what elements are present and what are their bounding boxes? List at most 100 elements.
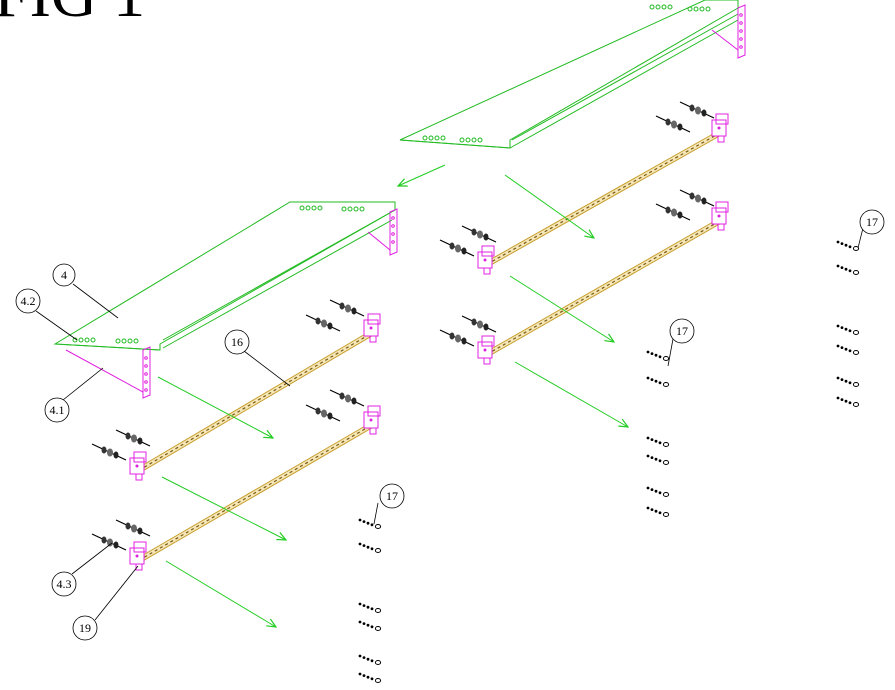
screw-dot — [654, 509, 658, 513]
bolt-set-3 — [305, 314, 341, 332]
nut — [321, 319, 327, 328]
screw-dot — [370, 677, 374, 681]
screw-pair-10 — [646, 454, 670, 465]
callout-label-19: 19 — [79, 621, 91, 635]
screw-head — [662, 512, 670, 517]
bracket-hole — [717, 214, 721, 218]
screw-pair-7 — [646, 350, 670, 361]
washer — [339, 302, 345, 310]
screw-head — [852, 382, 860, 387]
screw-dot — [844, 327, 848, 331]
screw-dot — [840, 242, 844, 246]
callout-4-3: 4.3 — [51, 571, 77, 597]
upper-right-tray-bracket — [711, 4, 746, 59]
strut-rail-1 — [129, 313, 381, 481]
bracket-flange — [133, 451, 147, 463]
bracket-foot — [369, 427, 377, 435]
screw-dot — [840, 346, 844, 349]
screw-dot — [358, 542, 362, 546]
callout-17-left: 17 — [379, 483, 405, 509]
callout-label-16: 16 — [231, 335, 243, 349]
callout-4: 4 — [52, 263, 76, 287]
lock-washer — [351, 397, 357, 405]
screw-dot — [654, 379, 658, 383]
arrow-rail-l2 — [161, 476, 286, 540]
screw-dot — [358, 602, 362, 606]
callout-19: 19 — [72, 615, 98, 641]
rail-end-bracket-near — [477, 245, 495, 275]
screw-head — [852, 330, 860, 335]
washer — [125, 522, 131, 530]
bolt-set-7 — [305, 404, 341, 422]
lock-washer — [461, 247, 467, 255]
screw-dot — [848, 401, 852, 405]
screw-dot — [844, 267, 848, 271]
lock-washer — [327, 322, 333, 330]
nut — [107, 538, 113, 547]
screw-dot — [358, 518, 362, 522]
screw-dot — [646, 486, 650, 490]
screw-dot — [370, 625, 374, 629]
bolt-set-4 — [329, 299, 365, 317]
rail-end-bracket-far — [711, 113, 729, 143]
screw-dot — [848, 269, 852, 273]
screw-dot — [848, 245, 852, 249]
arrow-tray-move — [398, 164, 446, 186]
rail-slots — [486, 131, 722, 265]
washer — [449, 242, 455, 250]
screw-dot — [362, 604, 366, 607]
screw-dot — [654, 439, 658, 443]
bracket-foot — [369, 335, 377, 343]
nut — [455, 244, 461, 253]
bolt-set-1 — [91, 443, 127, 461]
screw-dot — [658, 441, 662, 445]
screw-dot — [370, 607, 374, 611]
callout-label-4: 4 — [61, 268, 67, 282]
bracket-flange — [481, 245, 495, 257]
bracket-foot — [135, 563, 143, 571]
screw-dot — [836, 264, 840, 268]
screw-dot — [848, 349, 852, 353]
lock-washer — [483, 323, 489, 331]
screw-pair-9 — [646, 436, 670, 447]
washer — [665, 118, 671, 126]
washer — [449, 332, 455, 340]
screw-dot — [646, 506, 650, 510]
screw-dot — [366, 675, 370, 679]
screw-dot — [650, 508, 654, 511]
screw-dot — [650, 352, 654, 355]
washer — [665, 206, 671, 214]
screw-dot — [848, 329, 852, 333]
lock-washer — [137, 527, 143, 535]
arrow-rail-ur3 — [514, 361, 628, 427]
screw-pair-5 — [358, 654, 382, 665]
screw-pair-14 — [836, 264, 860, 275]
strut-rail-2 — [129, 405, 381, 571]
screw-head — [662, 356, 670, 361]
screw-head — [662, 460, 670, 465]
screw-dot — [362, 520, 366, 523]
bracket-foot — [135, 473, 143, 481]
screw-dot — [658, 511, 662, 515]
screw-dot — [370, 523, 374, 527]
screw-head — [662, 492, 670, 497]
callout-4-2: 4.2 — [15, 288, 41, 314]
rail-end-bracket-far — [363, 313, 381, 343]
screw-pair-18 — [836, 396, 860, 407]
bolt-set-13 — [439, 329, 475, 347]
screw-dot — [362, 544, 366, 547]
screw-dot — [646, 454, 650, 458]
washer — [125, 432, 131, 440]
screw-pair-2 — [358, 542, 382, 553]
screw-pair-6 — [358, 672, 382, 683]
screw-pair-1 — [358, 518, 382, 529]
rail-end-bracket-near — [129, 541, 147, 571]
screw-dot — [650, 488, 654, 491]
bolt-set-16 — [679, 189, 715, 207]
lock-washer — [701, 197, 707, 205]
bracket-flange — [367, 313, 381, 325]
rails-layer — [129, 113, 729, 571]
lock-washer — [327, 412, 333, 420]
callout-4-1: 4.1 — [44, 397, 70, 423]
